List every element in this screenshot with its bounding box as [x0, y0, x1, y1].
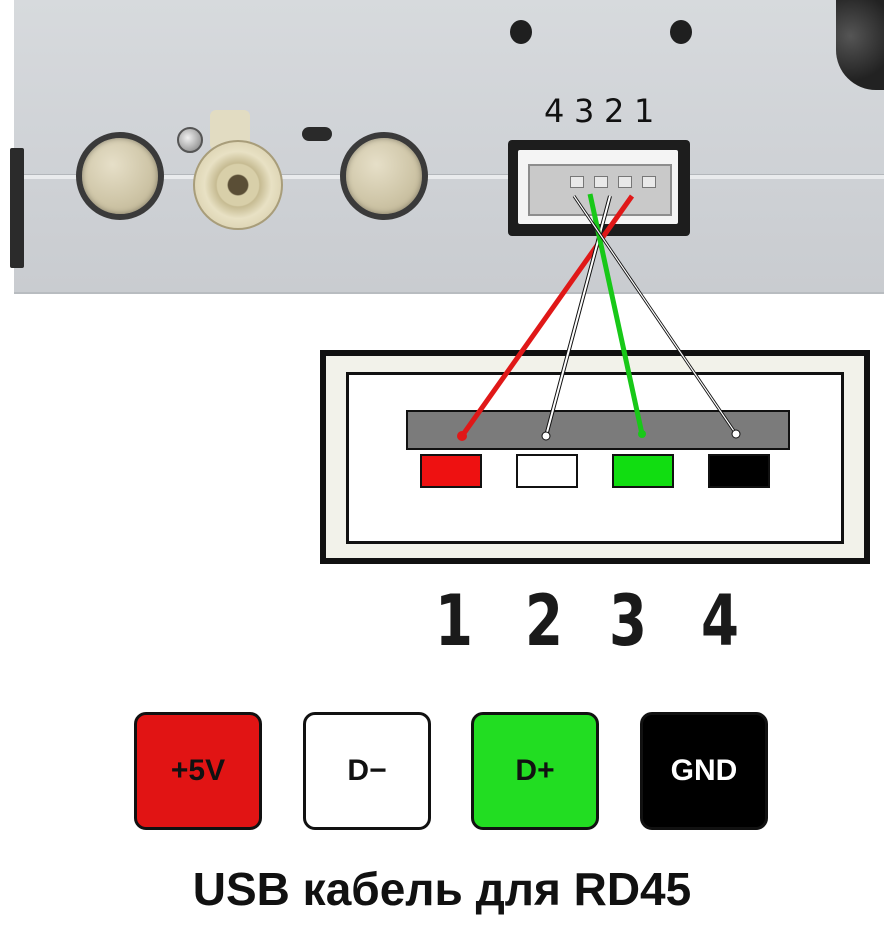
usb-contact-dminus	[516, 454, 578, 488]
antenna-socket	[193, 140, 283, 230]
socket-pin	[594, 176, 608, 188]
right-knob	[340, 132, 428, 220]
panel-slot	[302, 127, 332, 141]
socket-pin	[570, 176, 584, 188]
mounting-hole	[670, 20, 692, 44]
connector-pin-number: 2	[604, 92, 625, 130]
legend-label: D+	[515, 754, 555, 787]
usb-pin-number: 4	[700, 580, 740, 662]
panel-left-edge	[10, 148, 24, 268]
usb-contact-vbus	[420, 454, 482, 488]
usb-pin-number: 3	[608, 580, 648, 662]
mounting-hole	[510, 20, 532, 44]
connector-pin-number: 4	[544, 92, 565, 130]
usb-contact-dplus	[612, 454, 674, 488]
panel-right-corner	[836, 0, 884, 90]
legend-5v: +5V	[134, 712, 262, 830]
usb-pin-number: 1	[434, 580, 474, 662]
usb-contact-gnd	[708, 454, 770, 488]
usb-header-socket-cavity	[528, 164, 672, 216]
wire-end	[541, 431, 551, 441]
wire-end	[731, 429, 741, 439]
red-wire	[459, 194, 635, 438]
panel-ridge	[14, 174, 884, 179]
legend-gnd: GND	[640, 712, 768, 830]
connector-pin-numbers: 4 3 2 1	[540, 92, 660, 132]
legend-label: GND	[670, 754, 738, 787]
wire-end	[638, 430, 646, 438]
usb-pin-number: 2	[524, 580, 564, 662]
screw	[177, 127, 203, 153]
legend-label: +5V	[170, 754, 226, 787]
legend-d-plus: D+	[471, 712, 599, 830]
connector-pin-number: 1	[634, 92, 655, 130]
legend-label: D−	[347, 754, 387, 787]
white-wire-b	[573, 195, 737, 435]
left-knob	[76, 132, 164, 220]
connector-pin-number: 3	[574, 92, 595, 130]
socket-pin	[618, 176, 632, 188]
legend-d-minus: D−	[303, 712, 431, 830]
wire-end	[457, 431, 467, 441]
socket-pin	[642, 176, 656, 188]
head-unit-rear-panel	[14, 0, 884, 294]
caption: USB кабель для RD45	[192, 863, 692, 915]
